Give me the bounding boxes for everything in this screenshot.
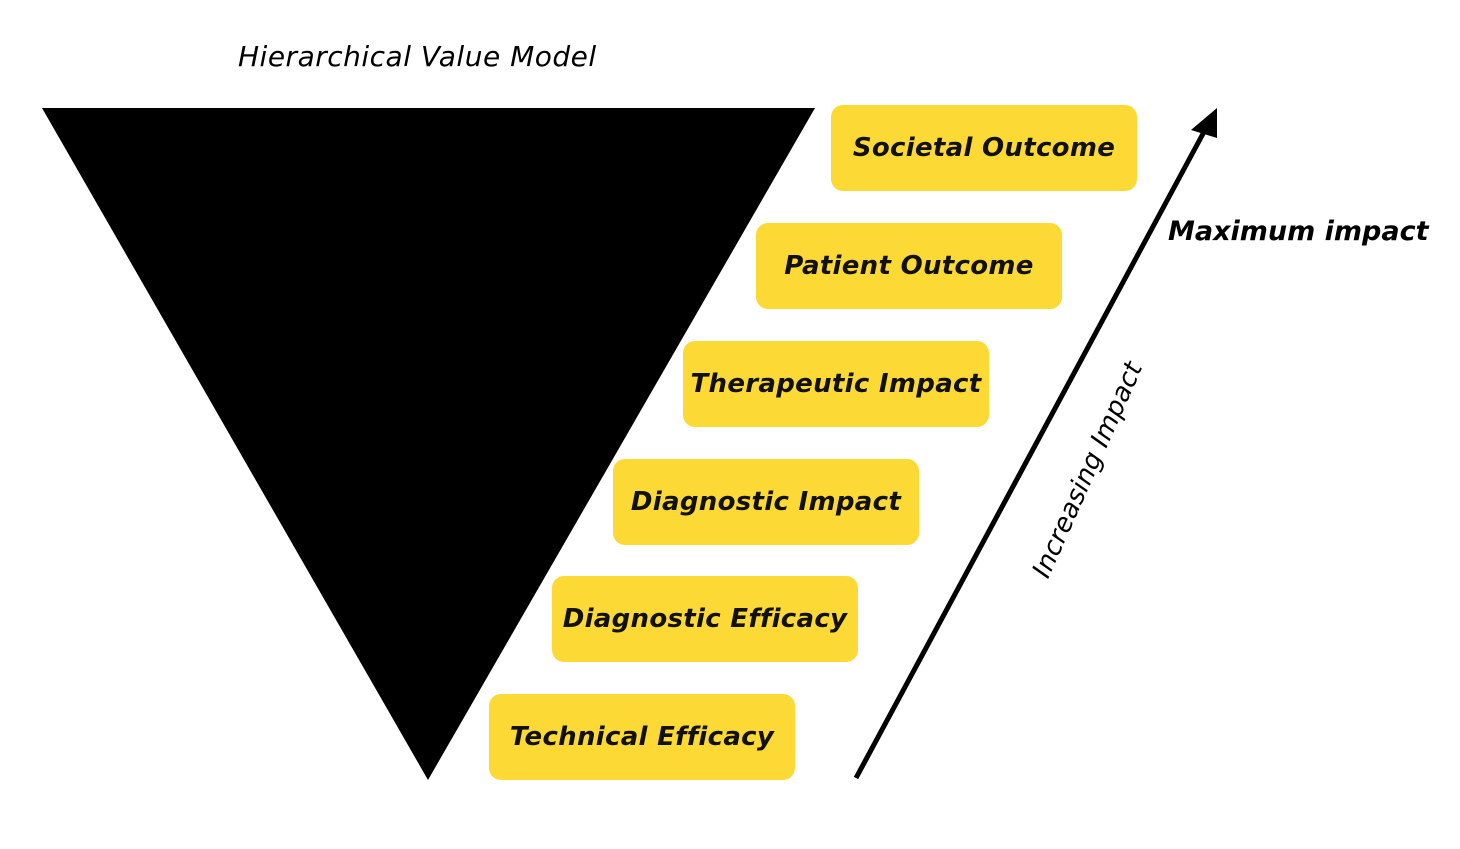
level-box-diagnostic-impact: Diagnostic Impact — [613, 459, 919, 545]
maximum-impact-label: Maximum impact — [1168, 216, 1429, 247]
inverted-triangle — [42, 108, 815, 780]
impact-arrow-head — [1191, 108, 1217, 138]
impact-arrow-shaft — [853, 128, 1208, 780]
level-box-patient-outcome: Patient Outcome — [756, 223, 1062, 309]
level-box-therapeutic-impact: Therapeutic Impact — [683, 341, 989, 427]
level-box-technical-efficacy: Technical Efficacy — [489, 694, 795, 780]
level-box-societal-outcome: Societal Outcome — [831, 105, 1137, 191]
level-box-diagnostic-efficacy: Diagnostic Efficacy — [552, 576, 858, 662]
diagram-title: Hierarchical Value Model — [238, 40, 597, 73]
